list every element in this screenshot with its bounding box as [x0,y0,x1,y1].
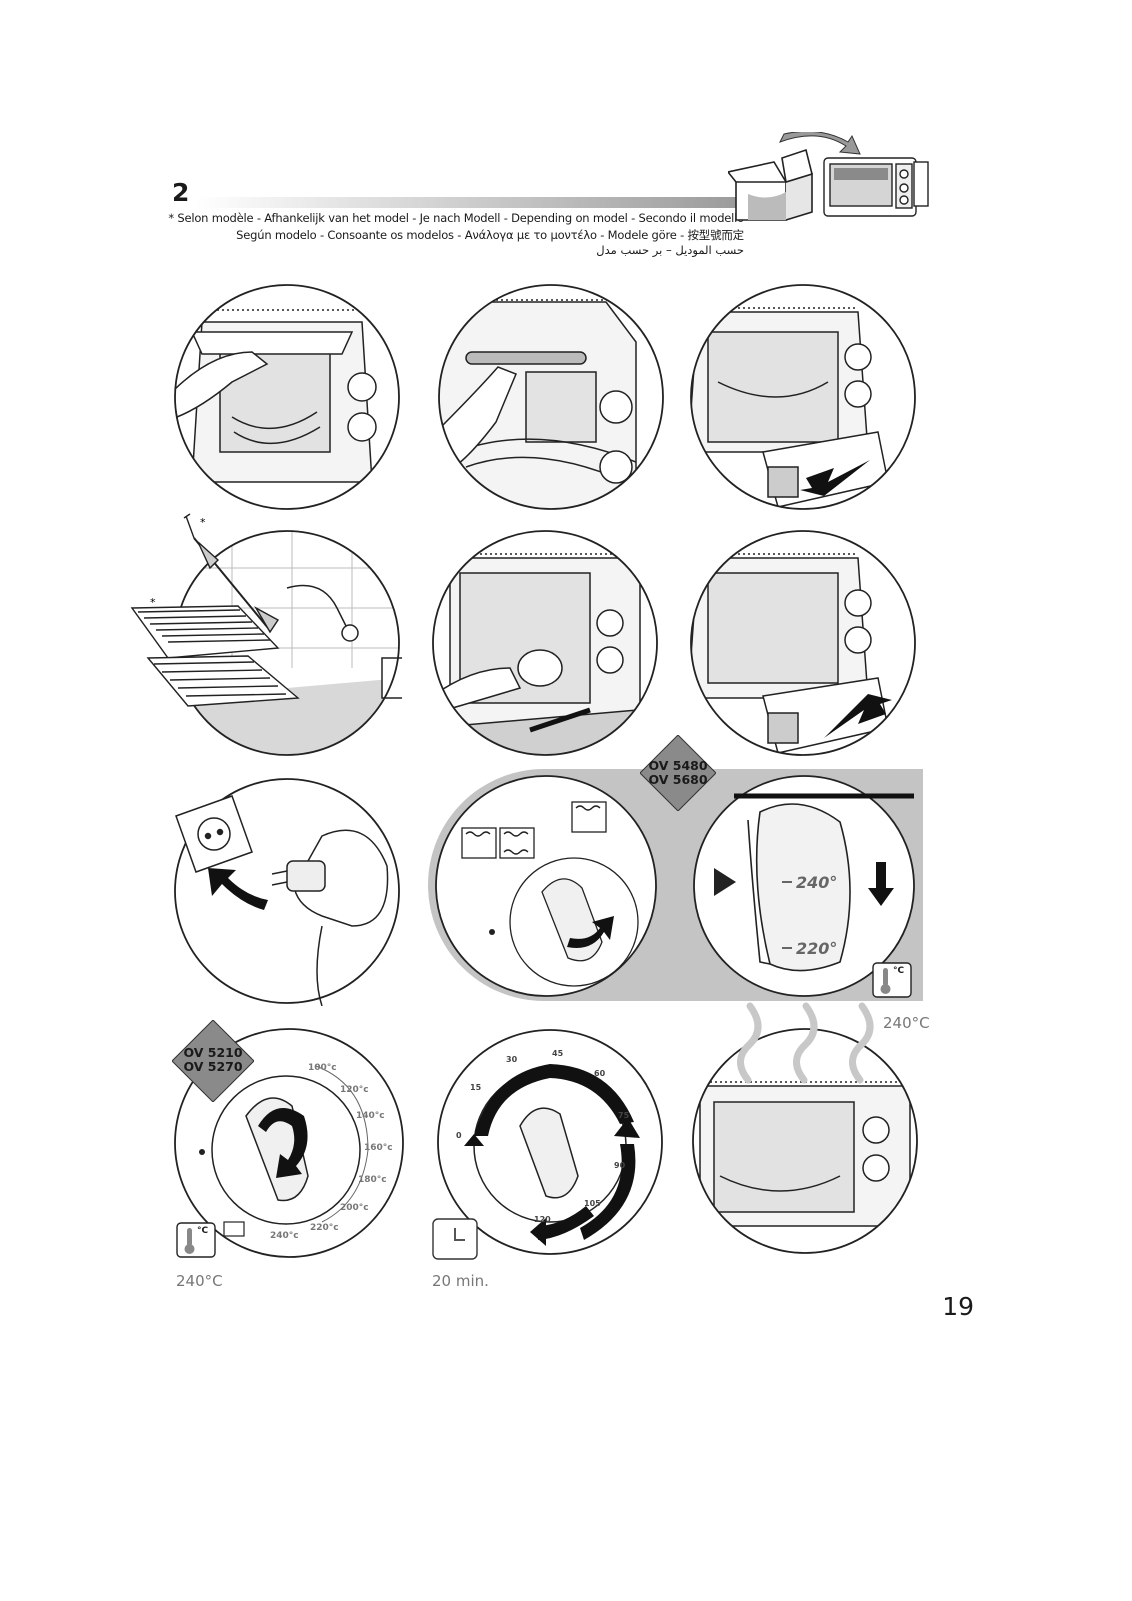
racks-and-spit-illustration: * * [128,508,318,718]
model-tag-line-1: OV 5210 [183,1045,243,1060]
model-tag-line-2: OV 5680 [648,772,708,787]
footnote-line-2: Según modelo - Consoante os modelos - Αν… [236,228,744,242]
step-5-clean-interior-illustration [430,528,660,758]
step-number: 2 [172,178,190,207]
step-1-open-door-illustration [172,282,402,512]
footnote-line-1: * Selon modèle - Afhankelijk van het mod… [168,211,744,225]
thermometer-icon: °C [176,1222,216,1258]
scale-220: 220°c [310,1223,339,1233]
step-9-temperature-dial-illustration: 240° 220° [690,772,918,1000]
scale-240: 240°c [270,1231,299,1241]
model-tag-ov5480-ov5680: OV 5480 OV 5680 [640,735,716,811]
thermometer-icon: °C [872,962,912,998]
step-12-preheat-oven-illustration [690,1026,920,1256]
page-number: 19 [942,1292,974,1321]
svg-text:*: * [150,596,156,609]
scale-120: 120°c [340,1085,369,1095]
step-6-insert-crumb-tray-illustration [688,528,918,758]
model-tag-line-1: OV 5480 [648,758,708,773]
scale-100: 100°c [308,1063,337,1073]
timer-mark-75: 75 [618,1111,630,1120]
step-3-remove-crumb-tray-illustration [688,282,918,512]
unpacking-illustration [726,130,938,224]
model-tag-line-2: OV 5270 [183,1059,243,1074]
step-10-temperature-dial-illustration: 100°c 120°c 140°c 160°c 180°c 200°c 220°… [172,1026,406,1260]
scale-140: 140°c [356,1111,385,1121]
thermometer-unit: °C [893,966,905,976]
timer-mark-15: 15 [470,1083,482,1092]
step-2-remove-rack-illustration [436,282,666,512]
header-gradient-bar [196,197,744,208]
temperature-caption-left: 240°C [176,1272,223,1290]
timer-mark-60: 60 [594,1069,606,1078]
model-tag-ov5210-ov5270: OV 5210 OV 5270 [172,1020,254,1102]
step-8-function-selector-illustration [432,772,660,1000]
svg-text:*: * [200,516,206,529]
scale-160: 160°c [364,1143,393,1153]
timer-mark-90: 90 [614,1161,626,1170]
timer-mark-30: 30 [506,1055,518,1064]
heat-wave-icon [728,1000,888,1084]
dial-mark-240: 240° [796,873,837,892]
scale-200: 200°c [340,1203,369,1213]
duration-caption: 20 min. [432,1272,489,1290]
clock-icon [432,1218,478,1260]
temperature-caption-right: 240°C [883,1014,930,1032]
dial-mark-220: 220° [796,939,837,958]
step-7-plug-in-illustration [172,776,402,1006]
timer-mark-45: 45 [552,1049,564,1058]
step-11-timer-dial-illustration: 0 15 30 45 60 75 90 105 120 [434,1026,666,1258]
timer-mark-105: 105 [584,1199,601,1208]
timer-mark-120: 120 [534,1215,551,1224]
scale-180: 180°c [358,1175,387,1185]
timer-mark-0: 0 [456,1131,462,1140]
thermometer-unit: °C [197,1226,209,1236]
footnote-line-3: حسب الموديل – بر حسب مدل [596,243,744,257]
